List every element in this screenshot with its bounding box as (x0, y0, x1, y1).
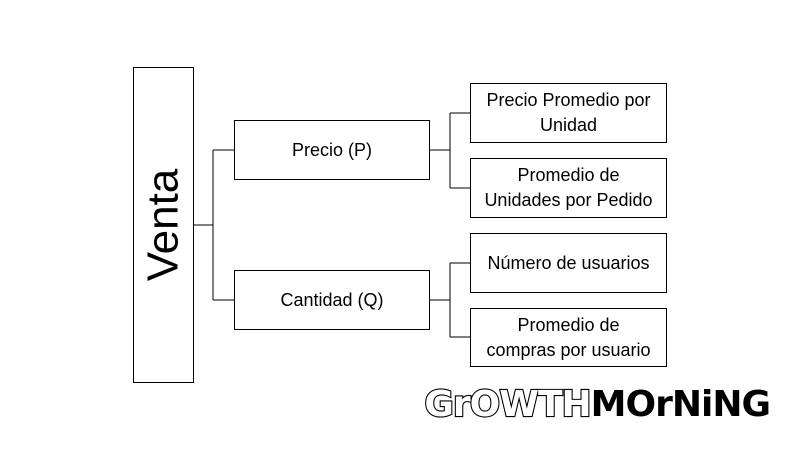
node-cantidad: Cantidad (Q) (234, 270, 430, 330)
node-precio-label: Precio (P) (291, 139, 372, 160)
node-precio-promedio-unidad: Precio Promedio por Unidad (470, 83, 667, 143)
logo-text-growth: GrOWTH (423, 382, 593, 425)
root-node-label: Venta (138, 168, 188, 282)
node-precio: Precio (P) (234, 120, 430, 180)
node-promedio-compras-usuario-label: Promedio de compras por usuario (486, 314, 651, 360)
node-promedio-unidades-pedido: Promedio de Unidades por Pedido (470, 158, 667, 218)
root-node-venta: Venta (133, 67, 194, 383)
logo-text-morning: MOrNiNG (590, 383, 771, 425)
node-promedio-compras-usuario: Promedio de compras por usuario (470, 308, 667, 367)
node-numero-usuarios: Número de usuarios (470, 233, 667, 293)
node-cantidad-label: Cantidad (Q) (280, 289, 384, 310)
node-precio-promedio-unidad-label: Precio Promedio por Unidad (486, 90, 651, 135)
growthmorning-logo: GrOWTH MOrNiNG (423, 382, 771, 426)
node-numero-usuarios-label: Número de usuarios (487, 252, 650, 273)
node-promedio-unidades-pedido-label: Promedio de Unidades por Pedido (484, 165, 653, 210)
